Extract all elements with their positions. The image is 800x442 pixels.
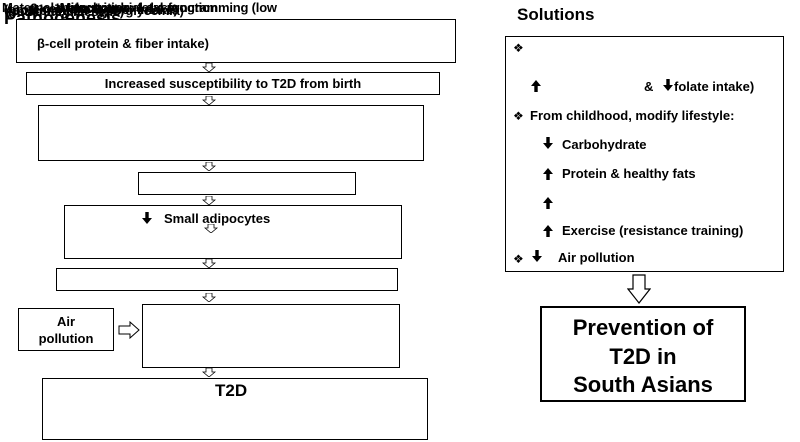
carb-text: Carbohydrate: [562, 137, 647, 152]
down-arrow-icon: [202, 259, 216, 268]
protein-text: Protein & healthy fats: [562, 166, 696, 181]
prevention-line-3: South Asians: [573, 372, 713, 397]
up-bold-arrow-icon: [543, 197, 553, 209]
header-line-2: (protein intake & fiber intake): [4, 2, 178, 17]
down-arrow-large-icon: [627, 274, 651, 304]
box-small-adipocytes: Small adipocytes: [64, 205, 402, 259]
header-line-1: Maternal malnutrition: fetal programming…: [2, 0, 277, 15]
up-bold-arrow-icon: [543, 225, 553, 237]
down-arrow-icon: [202, 63, 216, 72]
box-step-6: [56, 268, 398, 291]
down-arrow-icon: [202, 293, 216, 302]
up-bold-arrow-icon: [531, 80, 541, 92]
down-arrow-icon: [202, 162, 216, 171]
down-bold-arrow-icon: [663, 79, 673, 91]
header-line-3: (sedentary lifestyle): [6, 4, 124, 19]
box-step-4: [138, 172, 356, 195]
header-line-5: (postprandial hyperglycemia): [8, 3, 184, 18]
box-step-3: [38, 105, 424, 161]
exercise-text: Exercise (resistance training): [562, 223, 744, 238]
box1-text: β-cell protein & fiber intake): [37, 36, 209, 51]
diamond-bullet-icon: ❖: [513, 252, 524, 266]
right-arrow-icon: [118, 321, 140, 339]
down-bold-arrow-icon: [532, 250, 542, 262]
t2d-label: T2D: [215, 381, 248, 400]
box-t2d: T2D: [42, 378, 428, 440]
box2-text: Increased susceptibility to T2D from bir…: [104, 76, 362, 91]
down-arrow-icon: [204, 224, 218, 233]
up-bold-arrow-icon: [543, 168, 553, 180]
box5-text: Small adipocytes: [164, 211, 271, 226]
solutions-title: Solutions: [517, 5, 595, 24]
box-fetal-programming: β-cell protein & fiber intake): [16, 19, 456, 63]
header-line-4: β-cell function: [30, 1, 116, 16]
diamond-bullet-icon: ❖: [513, 41, 524, 55]
down-bold-arrow-icon: [543, 137, 553, 149]
solutions-box: ❖ & folate intake) ❖ From childhood, mod…: [505, 36, 784, 272]
childhood-text: From childhood, modify lifestyle:: [530, 108, 735, 123]
air-pollution-text: Air pollution: [558, 250, 635, 265]
diamond-bullet-icon: ❖: [513, 109, 524, 123]
prevention-line-2: T2D in: [609, 344, 677, 369]
box-susceptibility: Increased susceptibility to T2D from bir…: [26, 72, 440, 95]
down-arrow-icon: [202, 368, 216, 377]
air-pollution-label: Air pollution: [38, 314, 94, 346]
down-bold-arrow-icon: [142, 212, 152, 224]
header-line-6: Mitochondrial dysfunction: [60, 0, 218, 15]
folate-ampersand: &: [644, 79, 654, 94]
down-arrow-icon: [202, 196, 216, 205]
folate-text: folate intake): [674, 79, 755, 94]
box-step-7: [142, 304, 400, 368]
box-air-pollution: Air pollution: [18, 308, 114, 351]
prevention-box: Prevention of T2D in South Asians: [540, 306, 746, 402]
prevention-line-1: Prevention of: [572, 315, 714, 340]
down-arrow-icon: [202, 96, 216, 105]
